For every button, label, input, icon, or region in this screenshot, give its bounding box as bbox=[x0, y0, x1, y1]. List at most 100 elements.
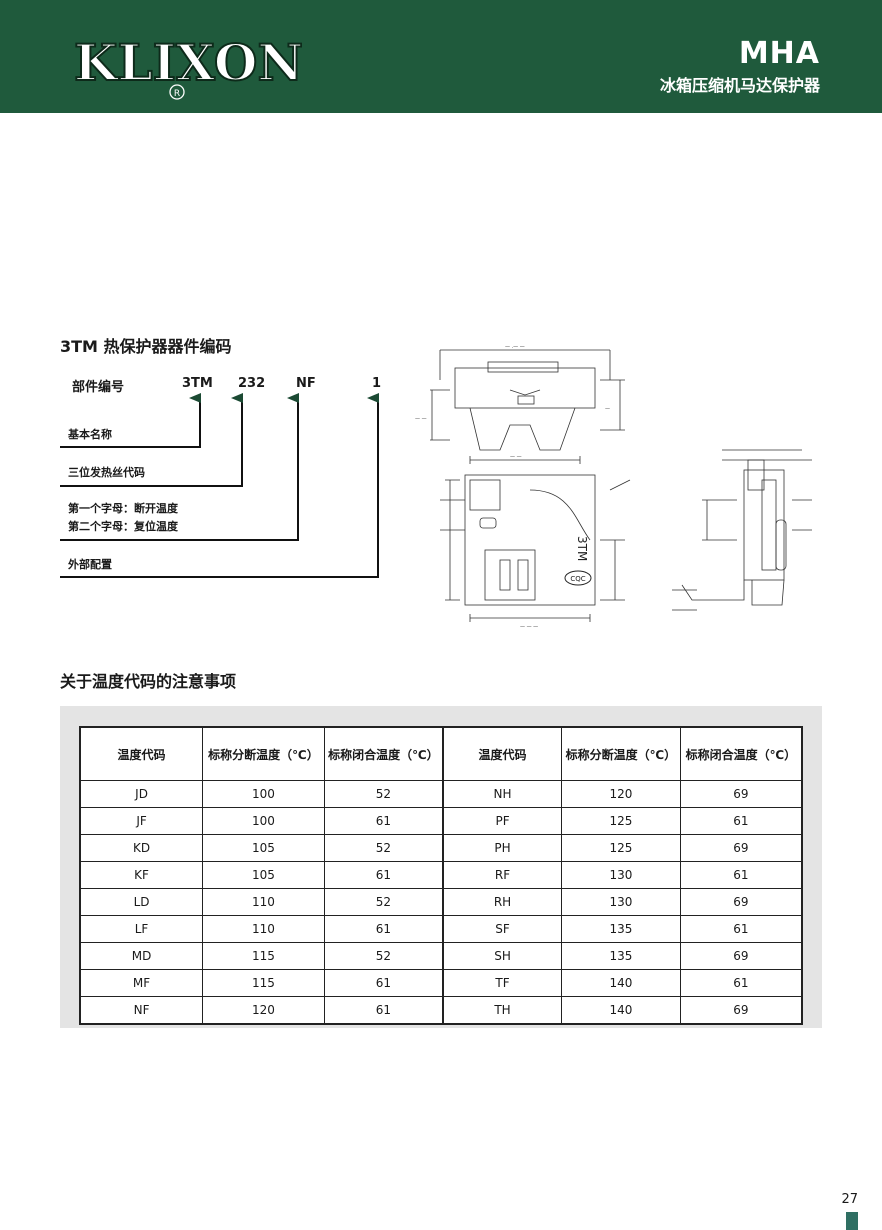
cell: 61 bbox=[679, 915, 803, 943]
cell: PF bbox=[441, 807, 563, 835]
cell: RH bbox=[441, 888, 563, 916]
segment-base: 3TM bbox=[182, 376, 213, 391]
table-row: LD 110 52 RH 130 69 bbox=[79, 888, 803, 916]
cell: 69 bbox=[679, 888, 803, 916]
cell: 120 bbox=[202, 996, 325, 1025]
cell: SF bbox=[441, 915, 563, 943]
cell: 135 bbox=[561, 915, 681, 943]
cell: LD bbox=[79, 888, 204, 916]
registered-mark: R bbox=[174, 89, 180, 99]
cell: 130 bbox=[561, 861, 681, 889]
header-close-left: 标称闭合温度（℃） bbox=[323, 726, 444, 781]
cell: LF bbox=[79, 915, 204, 943]
table-row: NF 120 61 TH 140 69 bbox=[79, 996, 803, 1025]
page-corner-tab bbox=[846, 1212, 858, 1230]
cell: 61 bbox=[323, 861, 444, 889]
cell: 52 bbox=[323, 888, 444, 916]
segment-heater: 232 bbox=[238, 376, 266, 391]
header-code-right: 温度代码 bbox=[441, 726, 563, 781]
cell: 130 bbox=[561, 888, 681, 916]
cell: KF bbox=[79, 861, 204, 889]
header-banner: KLIXON R MHA 冰箱压缩机马达保护器 bbox=[0, 0, 882, 113]
protector-side-drawing bbox=[672, 449, 812, 611]
cell: 100 bbox=[202, 807, 325, 835]
cell: 125 bbox=[561, 807, 681, 835]
cell: 69 bbox=[679, 942, 803, 970]
cell: 52 bbox=[323, 834, 444, 862]
segment-temp: NF bbox=[296, 376, 316, 391]
svg-text:— —: — — bbox=[415, 416, 427, 422]
cell: NF bbox=[79, 996, 204, 1025]
cell: 100 bbox=[202, 780, 325, 808]
model-name: MHA bbox=[738, 36, 820, 71]
table-header-row: 温度代码 标称分断温度（℃） 标称闭合温度（℃） 温度代码 标称分断温度（℃） … bbox=[79, 726, 803, 781]
cell: JD bbox=[79, 780, 204, 808]
klixon-logo: KLIXON R bbox=[72, 22, 302, 102]
cell: 61 bbox=[679, 807, 803, 835]
cell: SH bbox=[441, 942, 563, 970]
row-reset-temp: 第二个字母：复位温度 bbox=[68, 520, 178, 533]
protector-front-drawing: — .— — — — — — — — — — 3TM CQC bbox=[415, 344, 631, 630]
cell: RF bbox=[441, 861, 563, 889]
cell: 105 bbox=[202, 861, 325, 889]
svg-text:— —: — — bbox=[510, 454, 522, 460]
cell: MF bbox=[79, 969, 204, 997]
table-row: MF 115 61 TF 140 61 bbox=[79, 969, 803, 997]
cell: 52 bbox=[323, 780, 444, 808]
header-open-right: 标称分断温度（℃） bbox=[561, 726, 681, 781]
cell: 61 bbox=[323, 969, 444, 997]
cell: 135 bbox=[561, 942, 681, 970]
cell: 61 bbox=[323, 915, 444, 943]
table-row: KD 105 52 PH 125 69 bbox=[79, 834, 803, 862]
part-number-label: 部件编号 bbox=[72, 380, 125, 395]
code-arrow-diagram bbox=[60, 393, 379, 578]
part-code-title: 3TM 热保护器器件编码 bbox=[60, 337, 232, 356]
cell: MD bbox=[79, 942, 204, 970]
table-row: MD 115 52 SH 135 69 bbox=[79, 942, 803, 970]
cell: TH bbox=[441, 996, 563, 1025]
svg-text:— — —: — — — bbox=[520, 624, 538, 630]
cell: 105 bbox=[202, 834, 325, 862]
cell: 52 bbox=[323, 942, 444, 970]
table-row: LF 110 61 SF 135 61 bbox=[79, 915, 803, 943]
header-subtitle: 冰箱压缩机马达保护器 bbox=[659, 76, 820, 95]
table-row: KF 105 61 RF 130 61 bbox=[79, 861, 803, 889]
cell: 69 bbox=[679, 780, 803, 808]
cell: 140 bbox=[561, 996, 681, 1025]
temp-code-title: 关于温度代码的注意事项 bbox=[60, 672, 237, 691]
cell: NH bbox=[441, 780, 563, 808]
cell: 120 bbox=[561, 780, 681, 808]
cqc-mark: CQC bbox=[570, 575, 585, 583]
cell: PH bbox=[441, 834, 563, 862]
cell: KD bbox=[79, 834, 204, 862]
table-row: JF 100 61 PF 125 61 bbox=[79, 807, 803, 835]
cell: 110 bbox=[202, 915, 325, 943]
cell: 115 bbox=[202, 969, 325, 997]
row-base-name: 基本名称 bbox=[68, 428, 112, 441]
cell: 115 bbox=[202, 942, 325, 970]
header-open-left: 标称分断温度（℃） bbox=[202, 726, 325, 781]
cell: JF bbox=[79, 807, 204, 835]
table-row: JD 100 52 NH 120 69 bbox=[79, 780, 803, 808]
cell: 110 bbox=[202, 888, 325, 916]
cell: 61 bbox=[323, 996, 444, 1025]
svg-text:—: — bbox=[605, 406, 610, 412]
header-code-left: 温度代码 bbox=[79, 726, 204, 781]
row-config: 外部配置 bbox=[68, 558, 112, 571]
cell: 61 bbox=[679, 969, 803, 997]
marking-3tm: 3TM bbox=[575, 536, 589, 561]
cell: 61 bbox=[323, 807, 444, 835]
cell: 69 bbox=[679, 834, 803, 862]
cell: 69 bbox=[679, 996, 803, 1025]
row-heater-code: 三位发热丝代码 bbox=[68, 466, 145, 479]
segment-config: 1 bbox=[372, 376, 382, 391]
svg-text:— .— —: — .— — bbox=[505, 344, 525, 350]
row-open-temp: 第一个字母：断开温度 bbox=[68, 502, 178, 515]
cell: 61 bbox=[679, 861, 803, 889]
brand-wordmark: KLIXON bbox=[74, 33, 302, 92]
header-close-right: 标称闭合温度（℃） bbox=[679, 726, 803, 781]
cell: TF bbox=[441, 969, 563, 997]
temp-code-table: 温度代码 标称分断温度（℃） 标称闭合温度（℃） 温度代码 标称分断温度（℃） … bbox=[79, 726, 803, 1025]
page-number: 27 bbox=[841, 1192, 858, 1207]
cell: 125 bbox=[561, 834, 681, 862]
